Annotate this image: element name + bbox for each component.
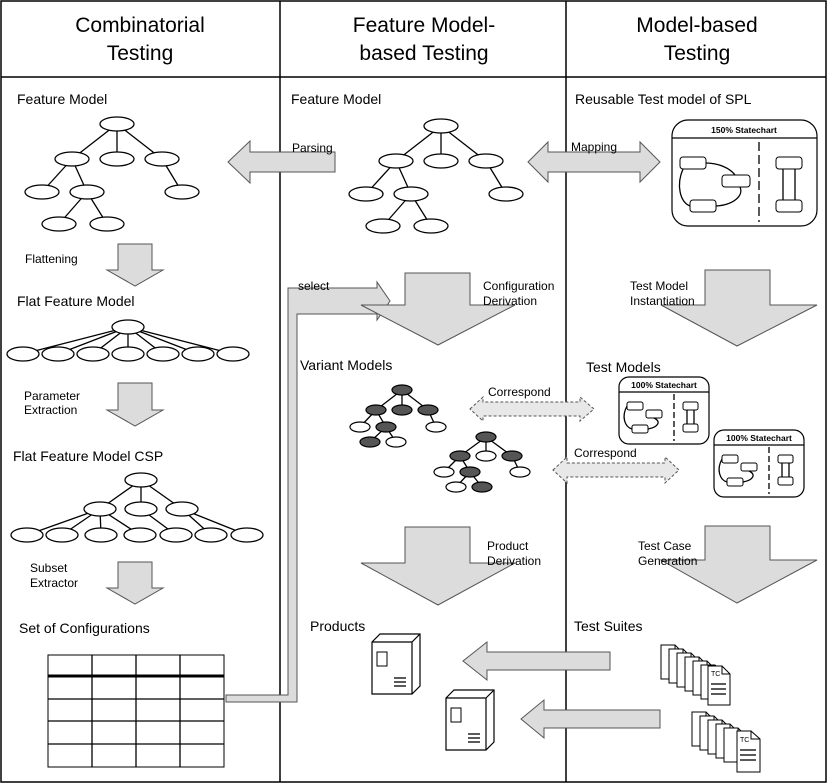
set-of-configurations-label: Set of Configurations (19, 620, 150, 636)
parameter-label-line2: Extraction (24, 403, 77, 417)
statechart-100-a-title: 100% Statechart (631, 380, 697, 390)
products-label: Products (310, 618, 365, 634)
variant-model-2 (433, 431, 531, 493)
col3-title-line1: Model-based (636, 14, 757, 37)
config-derivation-line1: Configuration (483, 279, 554, 293)
select-label: select (298, 279, 330, 293)
parsing-label: Parsing (292, 141, 333, 155)
flat-feature-model-tree (6, 319, 250, 362)
test-suites-label: Test Suites (574, 618, 642, 634)
product-derivation-line2: Derivation (487, 554, 541, 568)
tmi-label-line2: Instantiation (630, 294, 695, 308)
parameter-extraction-arrow (105, 382, 165, 427)
statechart-100-b-title: 100% Statechart (726, 433, 792, 443)
correspond-label-2: Correspond (574, 446, 637, 460)
col1-title-line1: Combinatorial (75, 14, 205, 37)
reusable-test-model-label: Reusable Test model of SPL (575, 91, 752, 107)
config-derivation-line2: Derivation (483, 294, 537, 308)
col2-title-line1: Feature Model- (353, 14, 495, 37)
col1-title-line2: Testing (107, 42, 174, 65)
subset-extractor-arrow (105, 561, 165, 605)
tcg-label-line1: Test Case (638, 539, 692, 553)
test-suite-arrow-1 (462, 640, 611, 682)
variant-models-label: Variant Models (300, 357, 392, 373)
c1-feature-model-label: Feature Model (17, 91, 107, 107)
product-derivation-arrow (360, 526, 516, 606)
c2-feature-model-tree (348, 118, 524, 234)
parsing-arrow (227, 139, 336, 185)
flattening-label: Flattening (25, 252, 78, 266)
test-suite-2-tc: TC (740, 737, 749, 744)
correspond-arrow-2 (552, 455, 680, 485)
parameter-label-line1: Parameter (24, 389, 80, 403)
col2-title-line2: based Testing (359, 42, 488, 65)
variant-model-1 (349, 384, 447, 448)
subset-label-line1: Subset (30, 561, 68, 575)
flat-feature-model-csp-tree (10, 472, 264, 543)
test-suite-1-tc: TC (711, 671, 720, 678)
configuration-derivation-arrow (360, 272, 516, 346)
test-suite-1: TC (660, 644, 731, 706)
product-2 (445, 689, 495, 751)
subset-label-line2: Extractor (30, 576, 78, 590)
statechart-150: 150% Statechart (671, 119, 818, 227)
mapping-arrow (527, 140, 661, 184)
tcg-label-line2: Generation (638, 554, 697, 568)
tmi-label-line1: Test Model (630, 279, 688, 293)
statechart-150-title: 150% Statechart (711, 125, 777, 135)
correspond-label-1: Correspond (488, 385, 551, 399)
test-suite-arrow-2 (520, 698, 661, 740)
test-models-label: Test Models (586, 359, 661, 375)
col3-title-line2: Testing (664, 42, 731, 65)
select-arrow (225, 280, 391, 703)
product-1 (371, 633, 421, 695)
correspond-arrow-1 (469, 395, 595, 423)
c2-feature-model-label: Feature Model (291, 91, 381, 107)
flattening-arrow (105, 243, 165, 287)
flat-feature-model-label: Flat Feature Model (17, 293, 135, 309)
mapping-label: Mapping (571, 140, 617, 154)
test-model-instantiation-arrow (660, 269, 818, 347)
c1-feature-model-tree (24, 116, 200, 232)
test-case-generation-arrow (659, 525, 818, 604)
configurations-table (47, 654, 225, 768)
product-derivation-line1: Product (487, 539, 529, 553)
flat-feature-model-csp-label: Flat Feature Model CSP (13, 448, 163, 464)
test-suite-2: TC (691, 711, 761, 773)
